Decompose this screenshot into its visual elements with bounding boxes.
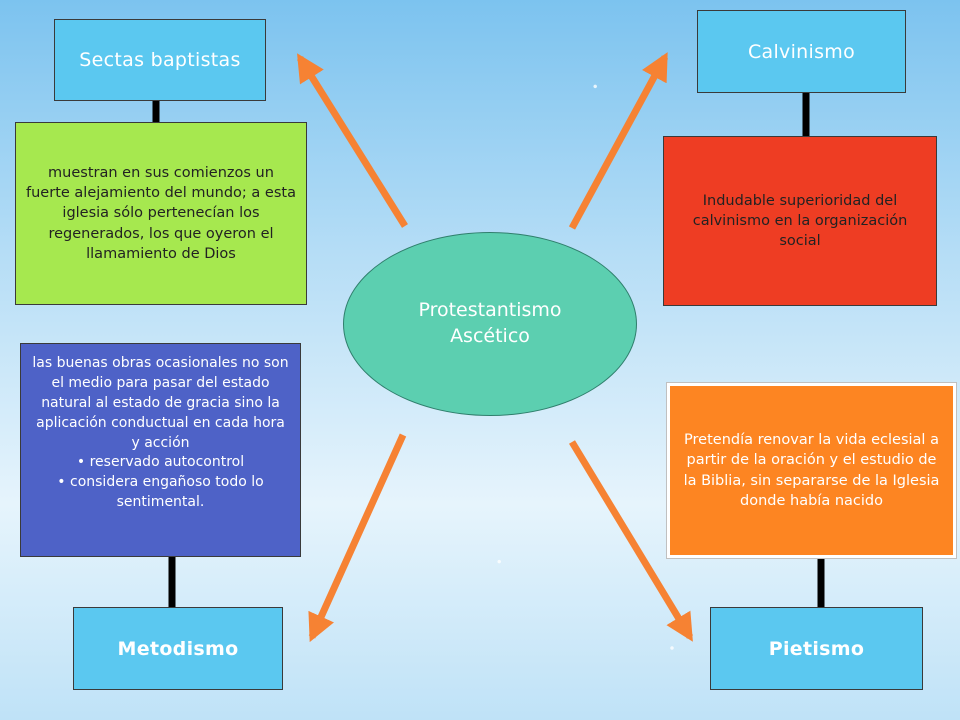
metodismo-bullet: considera engañoso todo lo sentimental. bbox=[31, 473, 290, 513]
arrow-to-calvinismo bbox=[568, 52, 669, 230]
metodismo-title: Metodismo bbox=[117, 637, 239, 660]
arrow-to-sectas bbox=[297, 53, 408, 228]
sectas-desc-box: muestran en sus comienzos un fuerte alej… bbox=[15, 122, 307, 305]
metodismo-bullet: reservado autocontrol bbox=[31, 453, 290, 473]
pietismo-desc: Pretendía renovar la vida eclesial a par… bbox=[683, 431, 940, 509]
center-line-2: Ascético bbox=[450, 325, 530, 347]
calvinismo-desc-box: Indudable superioridad del calvinismo en… bbox=[663, 136, 937, 306]
metodismo-desc: las buenas obras ocasionales no son el m… bbox=[32, 355, 289, 451]
metodismo-title-box: Metodismo bbox=[73, 607, 283, 690]
pietismo-title-box: Pietismo bbox=[710, 607, 923, 690]
arrow-to-pietismo bbox=[569, 440, 693, 642]
metodismo-desc-box: las buenas obras ocasionales no son el m… bbox=[20, 343, 301, 557]
arrow-to-metodismo bbox=[308, 433, 407, 643]
calvinismo-title-box: Calvinismo bbox=[697, 10, 906, 93]
sectas-title-box: Sectas baptistas bbox=[54, 19, 266, 101]
pietismo-title: Pietismo bbox=[768, 637, 865, 660]
sectas-desc: muestran en sus comienzos un fuerte alej… bbox=[26, 164, 296, 262]
calvinismo-desc: Indudable superioridad del calvinismo en… bbox=[692, 192, 908, 250]
center-line-1: Protestantismo bbox=[418, 299, 562, 322]
sectas-title: Sectas baptistas bbox=[79, 49, 241, 71]
calvinismo-title: Calvinismo bbox=[747, 40, 856, 63]
pietismo-desc-box: Pretendía renovar la vida eclesial a par… bbox=[666, 382, 957, 559]
metodismo-bullets: reservado autocontrol considera engañoso… bbox=[31, 453, 290, 513]
center-node: Protestantismo Ascético bbox=[343, 232, 637, 416]
